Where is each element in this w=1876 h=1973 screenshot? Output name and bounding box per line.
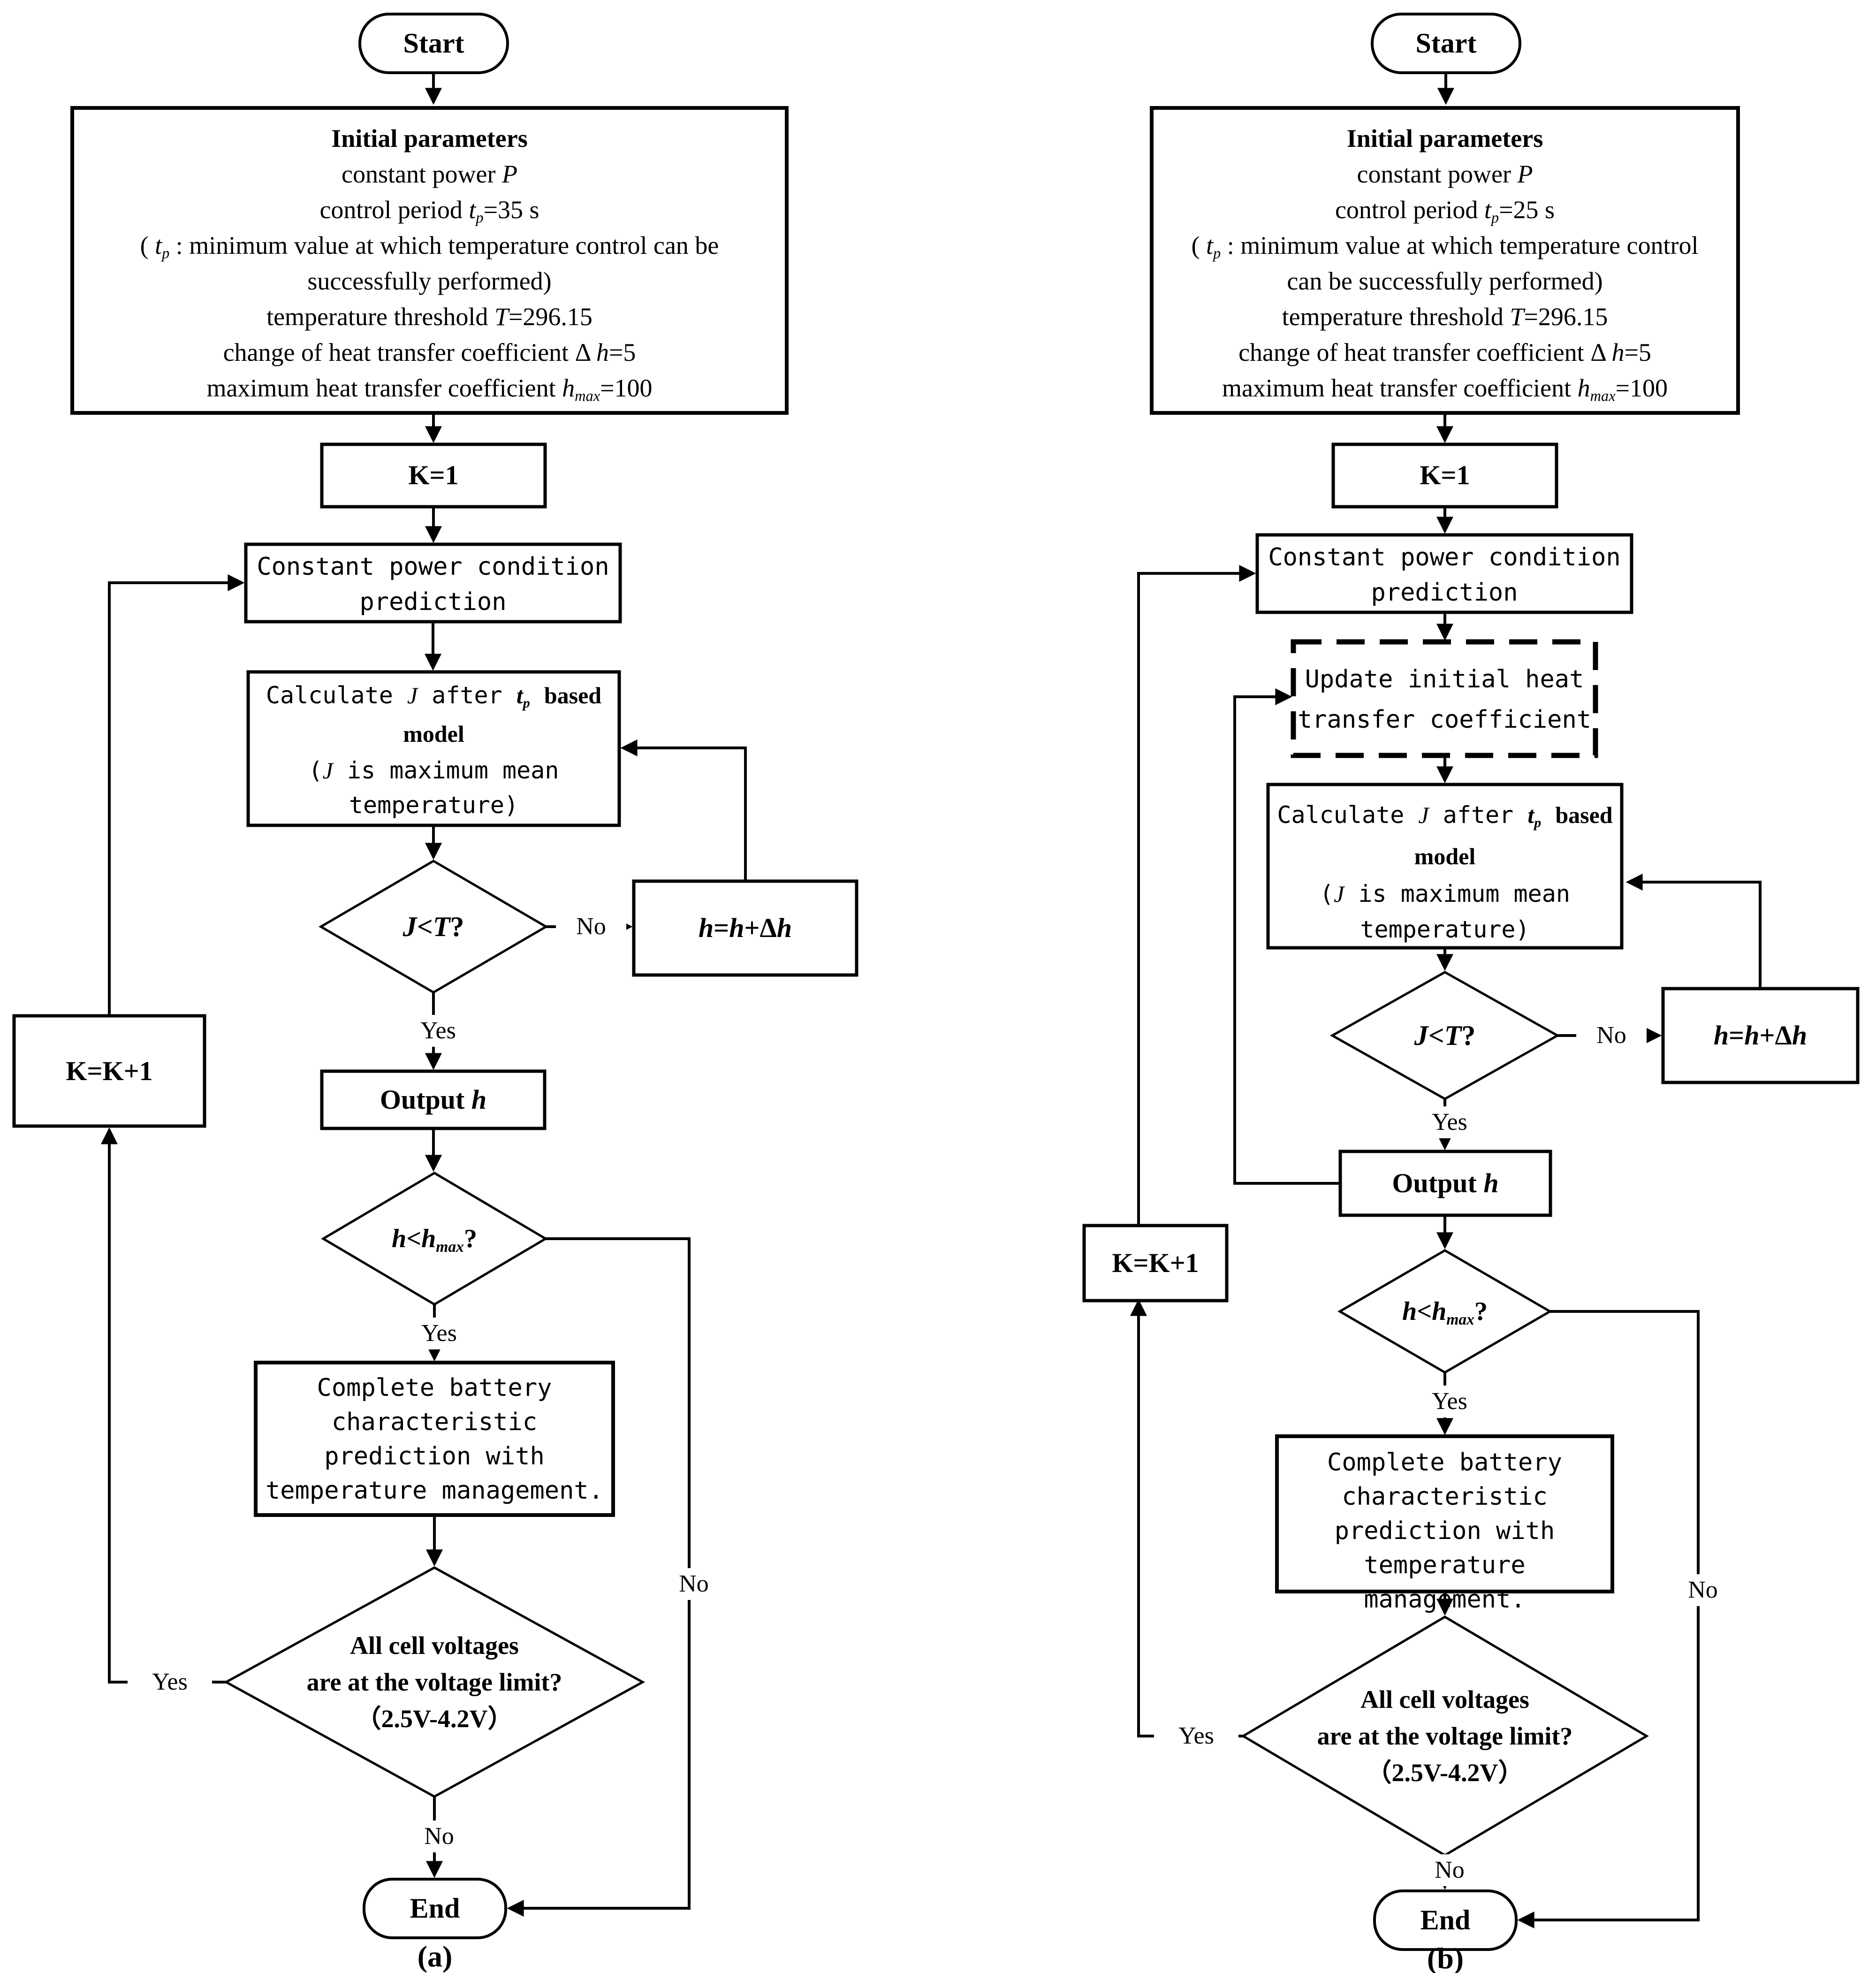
a-hmax-yes-label: Yes [397,1318,481,1349]
b-init-line-4: ( tp : minimum value at which temperatur… [1191,231,1699,262]
a-initial-parameters-shape [70,106,789,415]
a-edge-voltage-yes-rail [101,1127,226,1684]
b-jlt-label: J<T? [1414,1020,1476,1051]
a-edge-hplus-feedback [620,739,747,881]
b-calc-line-4: temperature) [1360,916,1530,943]
b-edge-output-update-loop [1233,688,1340,1185]
b-edge-kk1-cpcp [1137,565,1256,1226]
a-start-terminator-shape [358,13,509,74]
b-initial-parameters-shape [1150,106,1740,415]
b-output-label: Output h [1392,1168,1499,1198]
b-end-label: End [1420,1904,1471,1935]
a-calculate-shape [246,670,621,827]
b-hmax-label: h<hmax? [1402,1297,1488,1329]
a-start-label: Start [403,28,464,59]
a-calc-line-4: temperature) [349,792,519,819]
a-init-line-7: change of heat transfer coefficient Δ h=… [223,338,636,366]
b-jlt-no-label: No [1576,1020,1647,1051]
b-voltage-yes-label: Yes [1154,1720,1238,1752]
b-hplus-shape [1661,987,1860,1084]
a-kk1-shape [12,1014,206,1128]
a-init-line-8: maximum heat transfer coefficient hmax=1… [206,374,653,405]
a-end-terminator-shape [363,1878,507,1939]
a-init-line-4: ( tp : minimum value at which temperatur… [140,231,719,262]
a-init-line-6: temperature threshold T=296.15 [266,303,592,331]
a-init-line-3: control period tp=35 s [319,196,539,227]
a-voltage-label: All cell voltages are at the voltage lim… [306,1631,562,1733]
a-end-label: End [410,1893,460,1924]
b-init-line-1: Initial parameters [1346,124,1543,152]
b-update-label: Update initial heat transfer coefficient [1297,665,1592,734]
a-k1-label: K=1 [408,460,459,490]
b-hplus-label: h=h+Δh [1713,1020,1808,1051]
b-update-dashed-shape [1291,639,1598,758]
b-start-terminator-shape [1371,13,1521,74]
a-jlt-label: J<T? [403,911,464,942]
a-calc-line-3: (J is maximum mean [308,757,559,784]
a-kk1-label: K=K+1 [66,1056,153,1086]
a-calc-line-1: Calculate J after tp based [266,682,602,711]
b-hmax-yes-label: Yes [1407,1386,1492,1417]
a-constant-power-shape [244,542,622,624]
a-k1-shape [320,442,547,509]
a-jlt-yes-label: Yes [396,1015,480,1047]
b-init-line-5: can be successfully performed) [1287,267,1603,295]
a-hmax-no-label: No [656,1568,731,1600]
b-edge-hmax-no-rail [1517,1310,1700,1928]
b-init-line-7: change of heat transfer coefficient Δ h=… [1238,338,1651,366]
a-edge-kk1-cpcp [108,574,245,1016]
b-init-line-8: maximum heat transfer coefficient hmax=1… [1222,374,1668,405]
a-hplus-label: h=h+Δh [698,913,792,943]
b-cpcp-label: Constant power condition prediction [1268,543,1621,607]
a-jlt-decision-shape [319,860,548,994]
b-end-terminator-shape [1373,1889,1518,1951]
b-calc-line-1: Calculate J after tp based [1277,801,1613,830]
a-complete-label: Complete battery characteristic predicti… [265,1374,604,1505]
b-jlt-yes-label: Yes [1407,1106,1492,1138]
b-kk1-shape [1082,1224,1229,1303]
b-k1-shape [1331,442,1558,509]
b-hmax-no-label: No [1665,1574,1740,1606]
b-jlt-decision-shape [1329,971,1560,1100]
b-hmax-decision-shape [1337,1249,1552,1374]
b-kk1-label: K=K+1 [1112,1248,1199,1278]
a-init-line-1: Initial parameters [331,124,528,152]
b-voltage-no-label: No [1407,1854,1492,1886]
a-hplus-shape [632,879,858,977]
b-init-line-6: temperature threshold T=296.15 [1282,303,1608,331]
b-caption: (b) [1427,1942,1464,1973]
b-complete-label: Complete battery characteristic predicti… [1327,1448,1562,1614]
a-jlt-no-label: No [556,911,626,943]
b-calc-line-2: model [1414,843,1476,869]
a-complete-shape [254,1361,615,1517]
a-hmax-decision-shape [321,1172,548,1306]
b-voltage-label: All cell voltages are at the voltage lim… [1317,1685,1573,1787]
b-output-shape [1338,1150,1552,1217]
b-edge-hplus-feedback [1625,874,1762,989]
b-calc-line-3: (J is maximum mean [1320,880,1570,907]
a-init-line-5: successfully performed) [307,267,552,295]
b-init-line-3: control period tp=25 s [1335,196,1555,227]
b-calculate-shape [1266,783,1624,950]
b-edge-voltage-yes-rail [1130,1299,1243,1737]
a-init-line-2: constant power P [342,160,517,188]
a-voltage-yes-label: Yes [128,1666,212,1698]
a-output-shape [320,1069,547,1130]
a-caption: (a) [417,1940,453,1973]
b-k1-label: K=1 [1420,460,1470,490]
a-hmax-label: h<hmax? [392,1224,477,1256]
a-voltage-no-label: No [397,1821,481,1852]
a-calc-line-2: model [403,721,464,747]
a-output-label: Output h [380,1084,487,1115]
b-init-line-2: constant power P [1357,160,1533,188]
b-constant-power-shape [1255,533,1633,614]
a-voltage-decision-shape [223,1566,646,1798]
a-cpcp-label: Constant power condition prediction [257,553,609,616]
b-complete-shape [1275,1434,1614,1593]
b-start-label: Start [1415,28,1477,59]
